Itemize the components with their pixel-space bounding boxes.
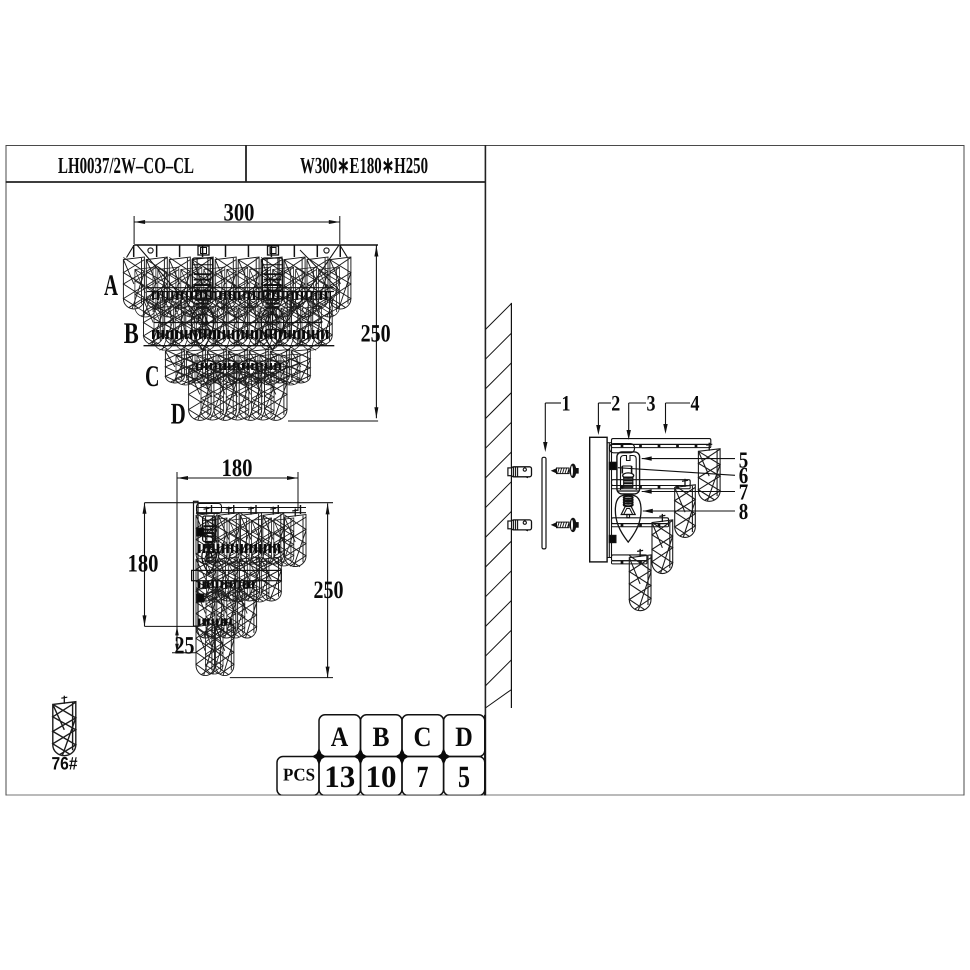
- svg-text:C: C: [414, 722, 432, 753]
- svg-text:250: 250: [314, 577, 344, 604]
- svg-text:2: 2: [611, 391, 620, 416]
- svg-text:300: 300: [224, 200, 255, 227]
- svg-text:B: B: [373, 722, 390, 753]
- svg-text:D: D: [455, 722, 473, 753]
- svg-text:3: 3: [647, 391, 656, 416]
- svg-text:1: 1: [562, 391, 571, 416]
- svg-text:PCS: PCS: [283, 765, 315, 785]
- svg-text:B: B: [124, 317, 139, 350]
- svg-text:6: 6: [739, 463, 749, 488]
- svg-text:13: 13: [324, 759, 355, 794]
- svg-text:A: A: [331, 722, 349, 753]
- svg-text:7: 7: [739, 479, 749, 504]
- svg-text:W300∗E180∗H250: W300∗E180∗H250: [300, 153, 428, 178]
- svg-text:C: C: [145, 360, 160, 393]
- svg-text:25: 25: [175, 633, 195, 660]
- svg-text:76#: 76#: [52, 754, 78, 774]
- svg-text:10: 10: [366, 759, 397, 794]
- svg-text:4: 4: [691, 391, 700, 416]
- svg-text:LH0037/2W–CO–CL: LH0037/2W–CO–CL: [58, 153, 194, 178]
- svg-text:A: A: [104, 269, 118, 302]
- svg-text:180: 180: [128, 551, 159, 578]
- svg-text:5: 5: [739, 447, 749, 472]
- svg-text:D: D: [171, 398, 186, 431]
- svg-text:7: 7: [417, 759, 429, 794]
- svg-text:250: 250: [361, 321, 391, 348]
- svg-text:180: 180: [222, 455, 253, 482]
- svg-text:8: 8: [739, 499, 749, 524]
- svg-text:5: 5: [458, 759, 470, 794]
